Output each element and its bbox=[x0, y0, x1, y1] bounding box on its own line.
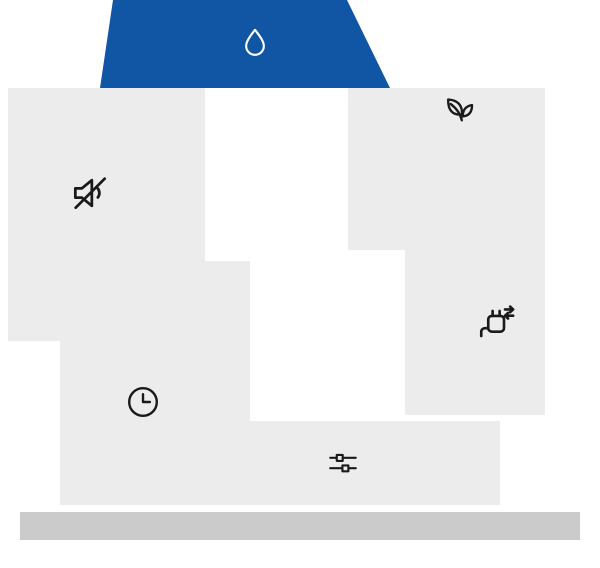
tile-clock[interactable] bbox=[125, 384, 161, 420]
bottom-bar bbox=[20, 512, 580, 540]
panel-right bbox=[405, 150, 545, 415]
tile-leaf[interactable] bbox=[439, 92, 479, 132]
tile-plug-swap[interactable] bbox=[476, 301, 518, 343]
water-drop-icon bbox=[237, 25, 273, 61]
leaf-icon bbox=[439, 92, 479, 132]
clock-icon bbox=[125, 384, 161, 420]
tile-sliders[interactable] bbox=[326, 446, 360, 480]
speaker-muted-icon bbox=[68, 171, 112, 215]
tile-speaker-muted[interactable] bbox=[68, 171, 112, 215]
hero-banner[interactable] bbox=[100, 0, 390, 88]
sliders-icon bbox=[326, 446, 360, 480]
panel-bottom-center bbox=[205, 421, 500, 505]
plug-swap-icon bbox=[476, 301, 518, 343]
